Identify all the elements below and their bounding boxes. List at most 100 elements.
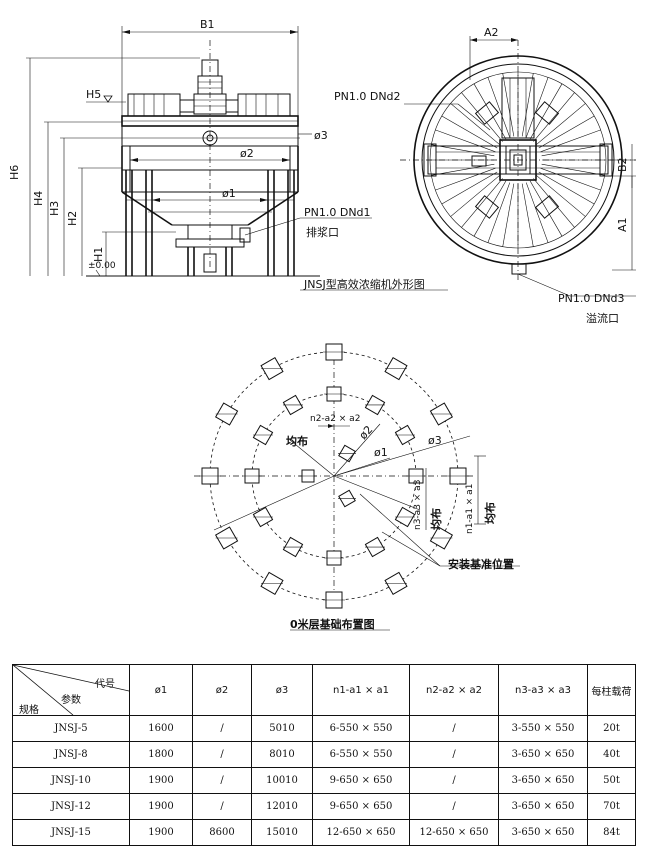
elevation-view: B1 H5 ø3 [8,18,448,291]
table-cell: 6-550 × 550 [312,715,410,742]
table-cell: 20t [587,715,636,742]
table-cell: 50t [587,767,636,794]
foundation-pad [364,394,386,416]
plan-ray [473,83,507,140]
table-cell: JNSJ-8 [12,741,130,768]
table-cell: / [192,793,252,820]
table-cell: 3-650 × 650 [498,741,588,768]
foundation-pad [429,402,453,426]
foundation-pad [338,489,356,508]
plan-ray [461,178,503,228]
plan-ray [533,92,575,142]
table-cell: 5010 [251,715,313,742]
plan-ray [473,180,507,237]
dim-b2: B2 [616,157,629,172]
foundation-caption: 0米层基础布置图 [290,617,375,631]
dim-phi3: ø3 [314,129,328,142]
plan-ray [441,171,498,205]
plan-ray [441,115,498,149]
table-row: JNSJ-8 1800 / 8010 6-550 × 550 / 3-650 ×… [12,741,636,768]
table-cell: 84t [587,819,636,846]
table-cell: / [192,715,252,742]
table-cell: 70t [587,793,636,820]
foundation-pad [299,469,317,483]
table-cell: / [192,767,252,794]
table-header-row: 代号 参数 规格 ø1 ø2 ø3 n1-a1 × a1 n2-a2 × a2 … [12,664,636,716]
table-cell: 6-550 × 550 [312,741,410,768]
table-cell: 1900 [129,793,193,820]
plan-ray [538,115,595,149]
table-cell: 1900 [129,819,193,846]
found-even-right-2: 均布 [483,502,497,524]
dim-zero: ±0.00 [88,261,116,271]
dim-phi2: ø2 [240,147,254,160]
plan-ray [541,163,605,176]
drawing-canvas: B1 H5 ø3 [8,18,636,631]
table-cell: JNSJ-10 [12,767,130,794]
foundation-pad [323,343,345,361]
table-corner: 代号 参数 规格 [12,664,130,716]
found-spacing-top: n2-a2 × a2 [310,414,360,424]
table-cell: / [409,793,499,820]
nozzle-d3-name: 溢流口 [586,311,619,325]
dim-h5: H5 [86,88,101,101]
col-header: n1-a1 × a1 [312,664,410,716]
plan-view: A2 B2 A1 PN1.0 DNd2 PN1.0 DNd3 溢流口 [334,26,636,325]
corner-param: 参数 [61,695,81,706]
col-header: 每柱载荷 [587,664,636,716]
table-cell: 3-550 × 550 [498,715,588,742]
table-cell: / [409,741,499,768]
table-cell: / [409,767,499,794]
elevation-caption: JNSJ型高效浓缩机外形图 [303,277,425,291]
nozzle-d1-label: PN1.0 DNd1 [304,206,371,219]
table-cell: 3-650 × 650 [498,767,588,794]
table-row: JNSJ-10 1900 / 10010 9-650 × 650 / 3-650… [12,767,636,794]
foundation-pad [406,468,426,484]
plan-ray [538,171,595,205]
dim-h6: H6 [8,165,21,180]
col-header: n2-a2 × a2 [409,664,499,716]
table-cell: 8600 [192,819,252,846]
col-header: ø3 [251,664,313,716]
dim-h1: H1 [92,247,105,262]
plan-ray [533,178,575,228]
table-cell: 1600 [129,715,193,742]
found-spacing-right: n1-a1 × a1 [465,484,475,534]
table-cell: / [409,715,499,742]
plan-ray [431,144,495,157]
dim-a1: A1 [616,217,629,232]
plan-ray [529,83,563,140]
dim-h2: H2 [66,211,79,226]
plan-ray [521,183,534,247]
nozzle-d2-label: PN1.0 DNd2 [334,90,401,103]
foundation-pad [394,506,416,528]
dim-b1: B1 [200,18,215,31]
foundation-pad [242,468,262,484]
foundation-pad [447,467,469,485]
found-dim-phi3: ø3 [428,434,442,447]
corner-code: 代号 [95,679,115,690]
col-header: ø2 [192,664,252,716]
foundation-pad [338,444,356,463]
table-cell: 40t [587,741,636,768]
plan-ray [450,175,500,217]
spec-table: 代号 参数 规格 ø1 ø2 ø3 n1-a1 × a1 n2-a2 × a2 … [12,664,636,846]
table-cell: 12-650 × 650 [409,819,499,846]
plan-ray [525,182,549,243]
foundation-pad [394,424,416,446]
nozzle-d1-name: 排浆口 [306,225,339,239]
foundation-pads [199,343,469,609]
plan-ray [435,167,496,191]
col-header: ø1 [129,664,193,716]
found-dim-phi2: ø2 [357,423,376,442]
col-header: n3-a3 × a3 [498,664,588,716]
table-cell: 12010 [251,793,313,820]
plan-ray [529,180,563,237]
foundation-pad [323,591,345,609]
nozzle-d3-label: PN1.0 DNd3 [558,292,625,305]
table-row: JNSJ-12 1900 / 12010 9-650 × 650 / 3-650… [12,793,636,820]
table-cell: 15010 [251,819,313,846]
dim-h4: H4 [32,191,45,206]
table-row: JNSJ-5 1600 / 5010 6-550 × 550 / 3-550 ×… [12,715,636,742]
foundation-pad [324,386,344,402]
